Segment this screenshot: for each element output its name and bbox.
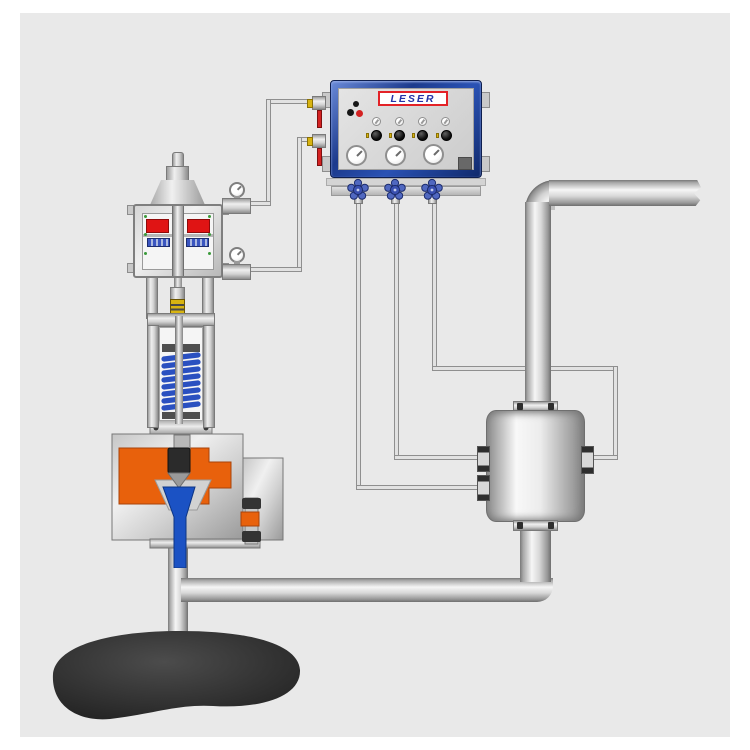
- sensing-line-2-vertical: [394, 198, 399, 460]
- panel-fitting-upper: [312, 96, 326, 110]
- indicator-red-bar-lower: [317, 148, 322, 166]
- yellow-tick: [436, 133, 439, 138]
- pilot-line-a-vertical: [266, 99, 271, 206]
- outlet-pipe-right: [549, 180, 701, 206]
- panel-fitting-lower: [312, 134, 326, 148]
- panel-gauge-2: [385, 145, 406, 166]
- actuator-neck: [166, 166, 189, 181]
- panel-knob-black: [417, 130, 428, 141]
- yellow-tick: [412, 133, 415, 138]
- seal-dot: [208, 215, 211, 218]
- hand-valve-wheel-1: [347, 178, 369, 200]
- actuator-cap: [150, 180, 205, 205]
- gauge-fitting-top: [222, 198, 251, 214]
- pressure-vessel: [486, 410, 585, 522]
- side-port-bolt: [242, 531, 261, 542]
- side-port-bolt: [242, 498, 261, 509]
- vessel-left-upper-flange: [477, 446, 490, 472]
- led-black-1: [353, 101, 359, 107]
- panel-knob-small: [372, 117, 381, 126]
- panel-knob-small: [395, 117, 404, 126]
- panel-knob-black: [371, 130, 382, 141]
- actuator-center-stem: [172, 206, 184, 276]
- diaphragm-plate-left: [146, 219, 169, 233]
- bonnet-column-right: [203, 325, 215, 428]
- panel-gauge-3: [423, 144, 444, 165]
- flange-bolt: [548, 403, 554, 410]
- leser-logo-text: LESER: [390, 92, 436, 105]
- vessel-left-lower-flange: [477, 475, 490, 501]
- panel-knob-small: [441, 117, 450, 126]
- panel-knob-black: [441, 130, 452, 141]
- flange-bolt: [517, 403, 523, 410]
- pilot-line-a-horizontal: [266, 99, 312, 104]
- valve-body-foot: [149, 538, 261, 549]
- valve-body-cross-section: [105, 418, 290, 569]
- sensing-line-1-drop: [613, 366, 618, 460]
- fitting-cap-yellow: [307, 137, 313, 146]
- pilot-line-b-vertical: [297, 137, 302, 272]
- seal-dot: [208, 233, 211, 236]
- sump-shape: [52, 630, 301, 720]
- hand-valve-wheel-3: [421, 178, 443, 200]
- disc-cone: [167, 472, 191, 489]
- valve-manifold-bar: [331, 186, 481, 196]
- pilot-line-b-to-gauge: [246, 267, 302, 272]
- vessel-bottom-stub: [520, 531, 551, 582]
- leser-logo: LESER: [378, 91, 448, 106]
- bonnet-column-left: [147, 325, 159, 428]
- riser-pipe: [525, 202, 551, 404]
- flange-bolt: [517, 522, 523, 529]
- flange-bolt: [548, 522, 554, 529]
- sensing-line-2-horizontal: [394, 455, 490, 460]
- vessel-bottom-flange: [513, 520, 558, 531]
- vessel-right-flange: [581, 446, 594, 474]
- panel-gauge-1: [346, 145, 367, 166]
- led-black-2: [347, 109, 354, 116]
- diaphragm-plate-right: [187, 219, 210, 233]
- seal-dot: [144, 233, 147, 236]
- actuator-spring-left: [147, 238, 170, 247]
- seal-dot: [144, 215, 147, 218]
- panel-knob-small: [418, 117, 427, 126]
- indicator-red-bar-upper: [317, 110, 322, 128]
- seal-dot: [208, 252, 211, 255]
- gauge-stem: [234, 261, 240, 265]
- valve-outlet-pipe: [168, 545, 188, 642]
- sensing-line-3-horizontal: [356, 485, 490, 490]
- sensing-line-1-to-flange: [590, 455, 618, 460]
- discharge-pipe-horizontal: [181, 578, 553, 602]
- panel-mounting-strip: [326, 178, 486, 186]
- panel-port-square: [458, 157, 472, 170]
- actuator-spring-right: [186, 238, 209, 247]
- gauge-fitting-bottom: [222, 264, 251, 280]
- sensing-line-1-vertical: [432, 198, 437, 371]
- dark-sump: [48, 624, 310, 726]
- hand-valve-wheel-2: [384, 178, 406, 200]
- led-red: [356, 110, 363, 117]
- side-port-orange: [240, 511, 260, 527]
- spring-spindle: [175, 316, 183, 424]
- sensing-line-3-vertical: [356, 198, 361, 490]
- seal-dot: [144, 252, 147, 255]
- fitting-cap-yellow: [307, 99, 313, 108]
- yellow-tick: [389, 133, 392, 138]
- panel-knob-black: [394, 130, 405, 141]
- yellow-tick: [366, 133, 369, 138]
- valve-disc: [167, 447, 191, 474]
